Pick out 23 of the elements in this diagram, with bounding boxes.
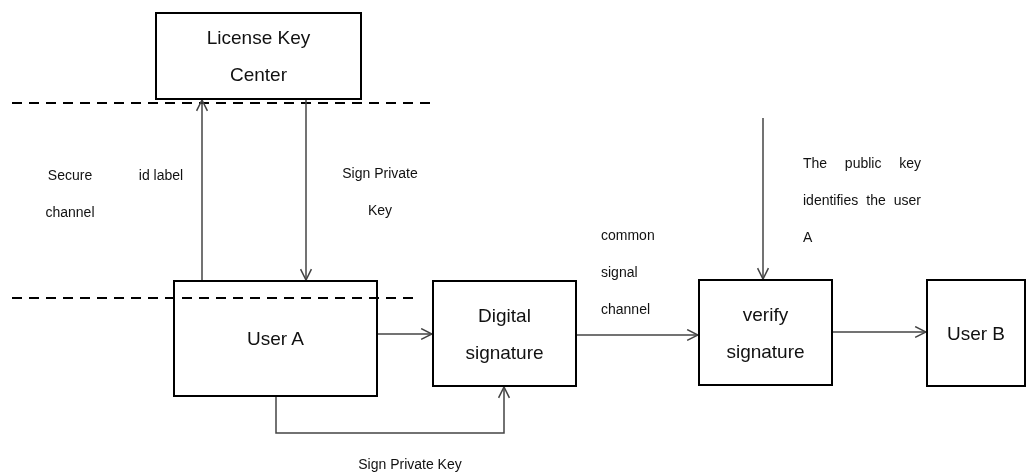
arrow xyxy=(377,327,433,341)
edge-label: The public key identifies the user A xyxy=(803,154,921,247)
arrow xyxy=(275,386,511,434)
arrow xyxy=(756,117,770,280)
process-box xyxy=(698,279,833,386)
note-text: Secure channel xyxy=(44,166,96,222)
box-label: verify signature xyxy=(725,302,806,364)
arrow xyxy=(576,328,699,342)
arrow xyxy=(832,325,927,339)
process-box xyxy=(926,279,1026,387)
arrow xyxy=(299,99,313,281)
arrow xyxy=(195,99,209,281)
box-label: User B xyxy=(946,321,1006,346)
box-label: User A xyxy=(247,327,304,351)
edge-label: common signal channel xyxy=(601,226,656,319)
edge-label: Sign Private Key xyxy=(357,455,463,474)
process-box xyxy=(173,280,378,397)
edge-label: Sign Private Key xyxy=(341,164,419,220)
process-box xyxy=(155,12,362,100)
box-label: License Key Center xyxy=(205,26,312,87)
process-box xyxy=(432,280,577,387)
box-label: Digital signature xyxy=(464,303,545,365)
edge-label: id label xyxy=(137,166,185,185)
